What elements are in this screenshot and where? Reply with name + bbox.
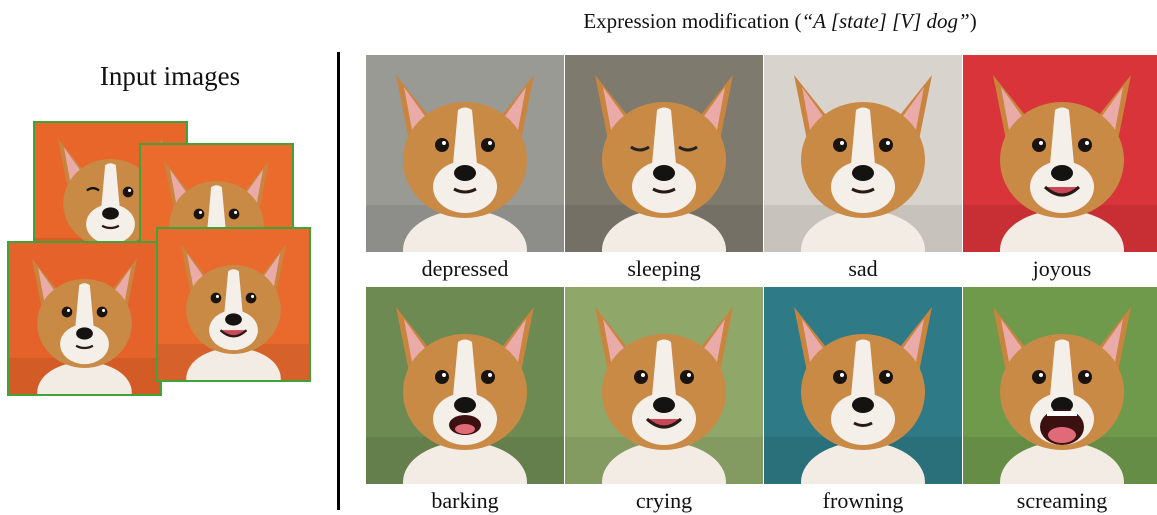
- expression-label: sleeping: [627, 256, 701, 281]
- expression-label: joyous: [1032, 256, 1092, 281]
- expression-label: crying: [635, 488, 693, 513]
- panel-divider: [337, 52, 340, 510]
- caption-suffix: ): [969, 9, 977, 33]
- expression-image-sleeping: [565, 55, 763, 252]
- caption-prompt: “A [state] [V] dog”: [801, 9, 970, 33]
- input-photo-4: [156, 227, 311, 382]
- expression-label: depressed: [421, 256, 509, 281]
- expression-image-barking: [366, 287, 564, 484]
- expression-image-depressed: [366, 55, 564, 252]
- expression-label: frowning: [822, 488, 904, 513]
- expression-image-screaming: [963, 287, 1157, 484]
- expression-label: barking: [431, 488, 499, 513]
- expression-image-joyous: [963, 55, 1157, 252]
- expression-image-frowning: [764, 287, 962, 484]
- expression-image-crying: [565, 287, 763, 484]
- input-photo-3: [7, 241, 162, 396]
- expression-label: sad: [848, 256, 878, 281]
- caption-prefix: Expression modification (: [583, 9, 802, 33]
- input-images-title: Input images: [99, 61, 241, 91]
- expression-label: screaming: [1016, 488, 1108, 513]
- expression-caption: Expression modification (“A [state] [V] …: [500, 6, 1060, 36]
- expression-image-sad: [764, 55, 962, 252]
